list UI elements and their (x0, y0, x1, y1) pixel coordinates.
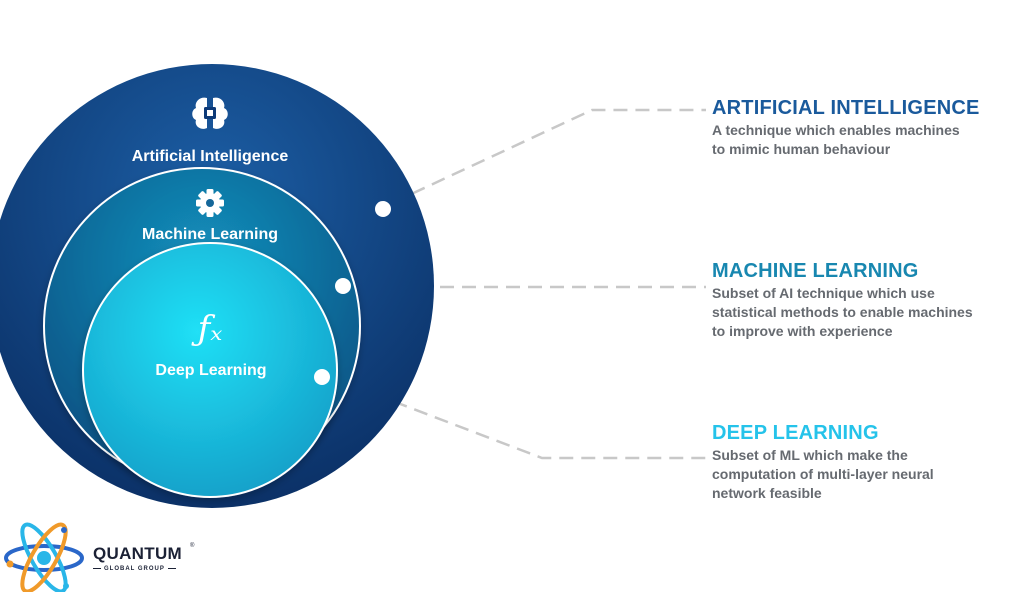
description-line: Subset of AI technique which use (712, 285, 935, 301)
description-title: MACHINE LEARNING (712, 260, 919, 282)
description-line: A technique which enables machines (712, 122, 960, 138)
dot-ml (335, 278, 351, 294)
atom-icon (4, 522, 84, 592)
description-line: network feasible (712, 485, 822, 501)
dot-dl (314, 369, 330, 385)
gear-icon (196, 189, 224, 217)
circle-deep-learning (82, 242, 338, 498)
description-line: statistical methods to enable machines (712, 304, 973, 320)
connector-ai (391, 108, 706, 205)
logo-registered-mark: ® (190, 543, 195, 549)
quantum-logo: QUANTUM ® GLOBAL GROUP (2, 520, 202, 592)
description-line: Subset of ML which make the (712, 447, 908, 463)
brain-chip-icon (192, 97, 228, 129)
label-deep-learning: Deep Learning (155, 362, 266, 379)
description-line: to mimic human behaviour (712, 141, 891, 157)
description-line: computation of multi-layer neural (712, 466, 934, 482)
logo-subtitle: GLOBAL GROUP (93, 566, 193, 572)
description-title: ARTIFICIAL INTELLIGENCE (712, 97, 980, 119)
logo-name: QUANTUM (93, 544, 182, 563)
connector-lines (331, 108, 706, 460)
label-machine-learning: Machine Learning (142, 226, 278, 243)
dot-ai (375, 201, 391, 217)
description-line: to improve with experience (712, 323, 893, 339)
label-artificial-intelligence: Artificial Intelligence (132, 148, 289, 165)
description-artificial-intelligence: ARTIFICIAL INTELLIGENCE A technique whic… (712, 97, 1017, 159)
logo-subtitle-text: GLOBAL GROUP (104, 566, 165, 572)
description-deep-learning: DEEP LEARNING Subset of ML which make th… (712, 422, 1017, 503)
description-title: DEEP LEARNING (712, 422, 879, 444)
description-machine-learning: MACHINE LEARNING Subset of AI technique … (712, 260, 1017, 341)
connector-dl (331, 376, 706, 460)
